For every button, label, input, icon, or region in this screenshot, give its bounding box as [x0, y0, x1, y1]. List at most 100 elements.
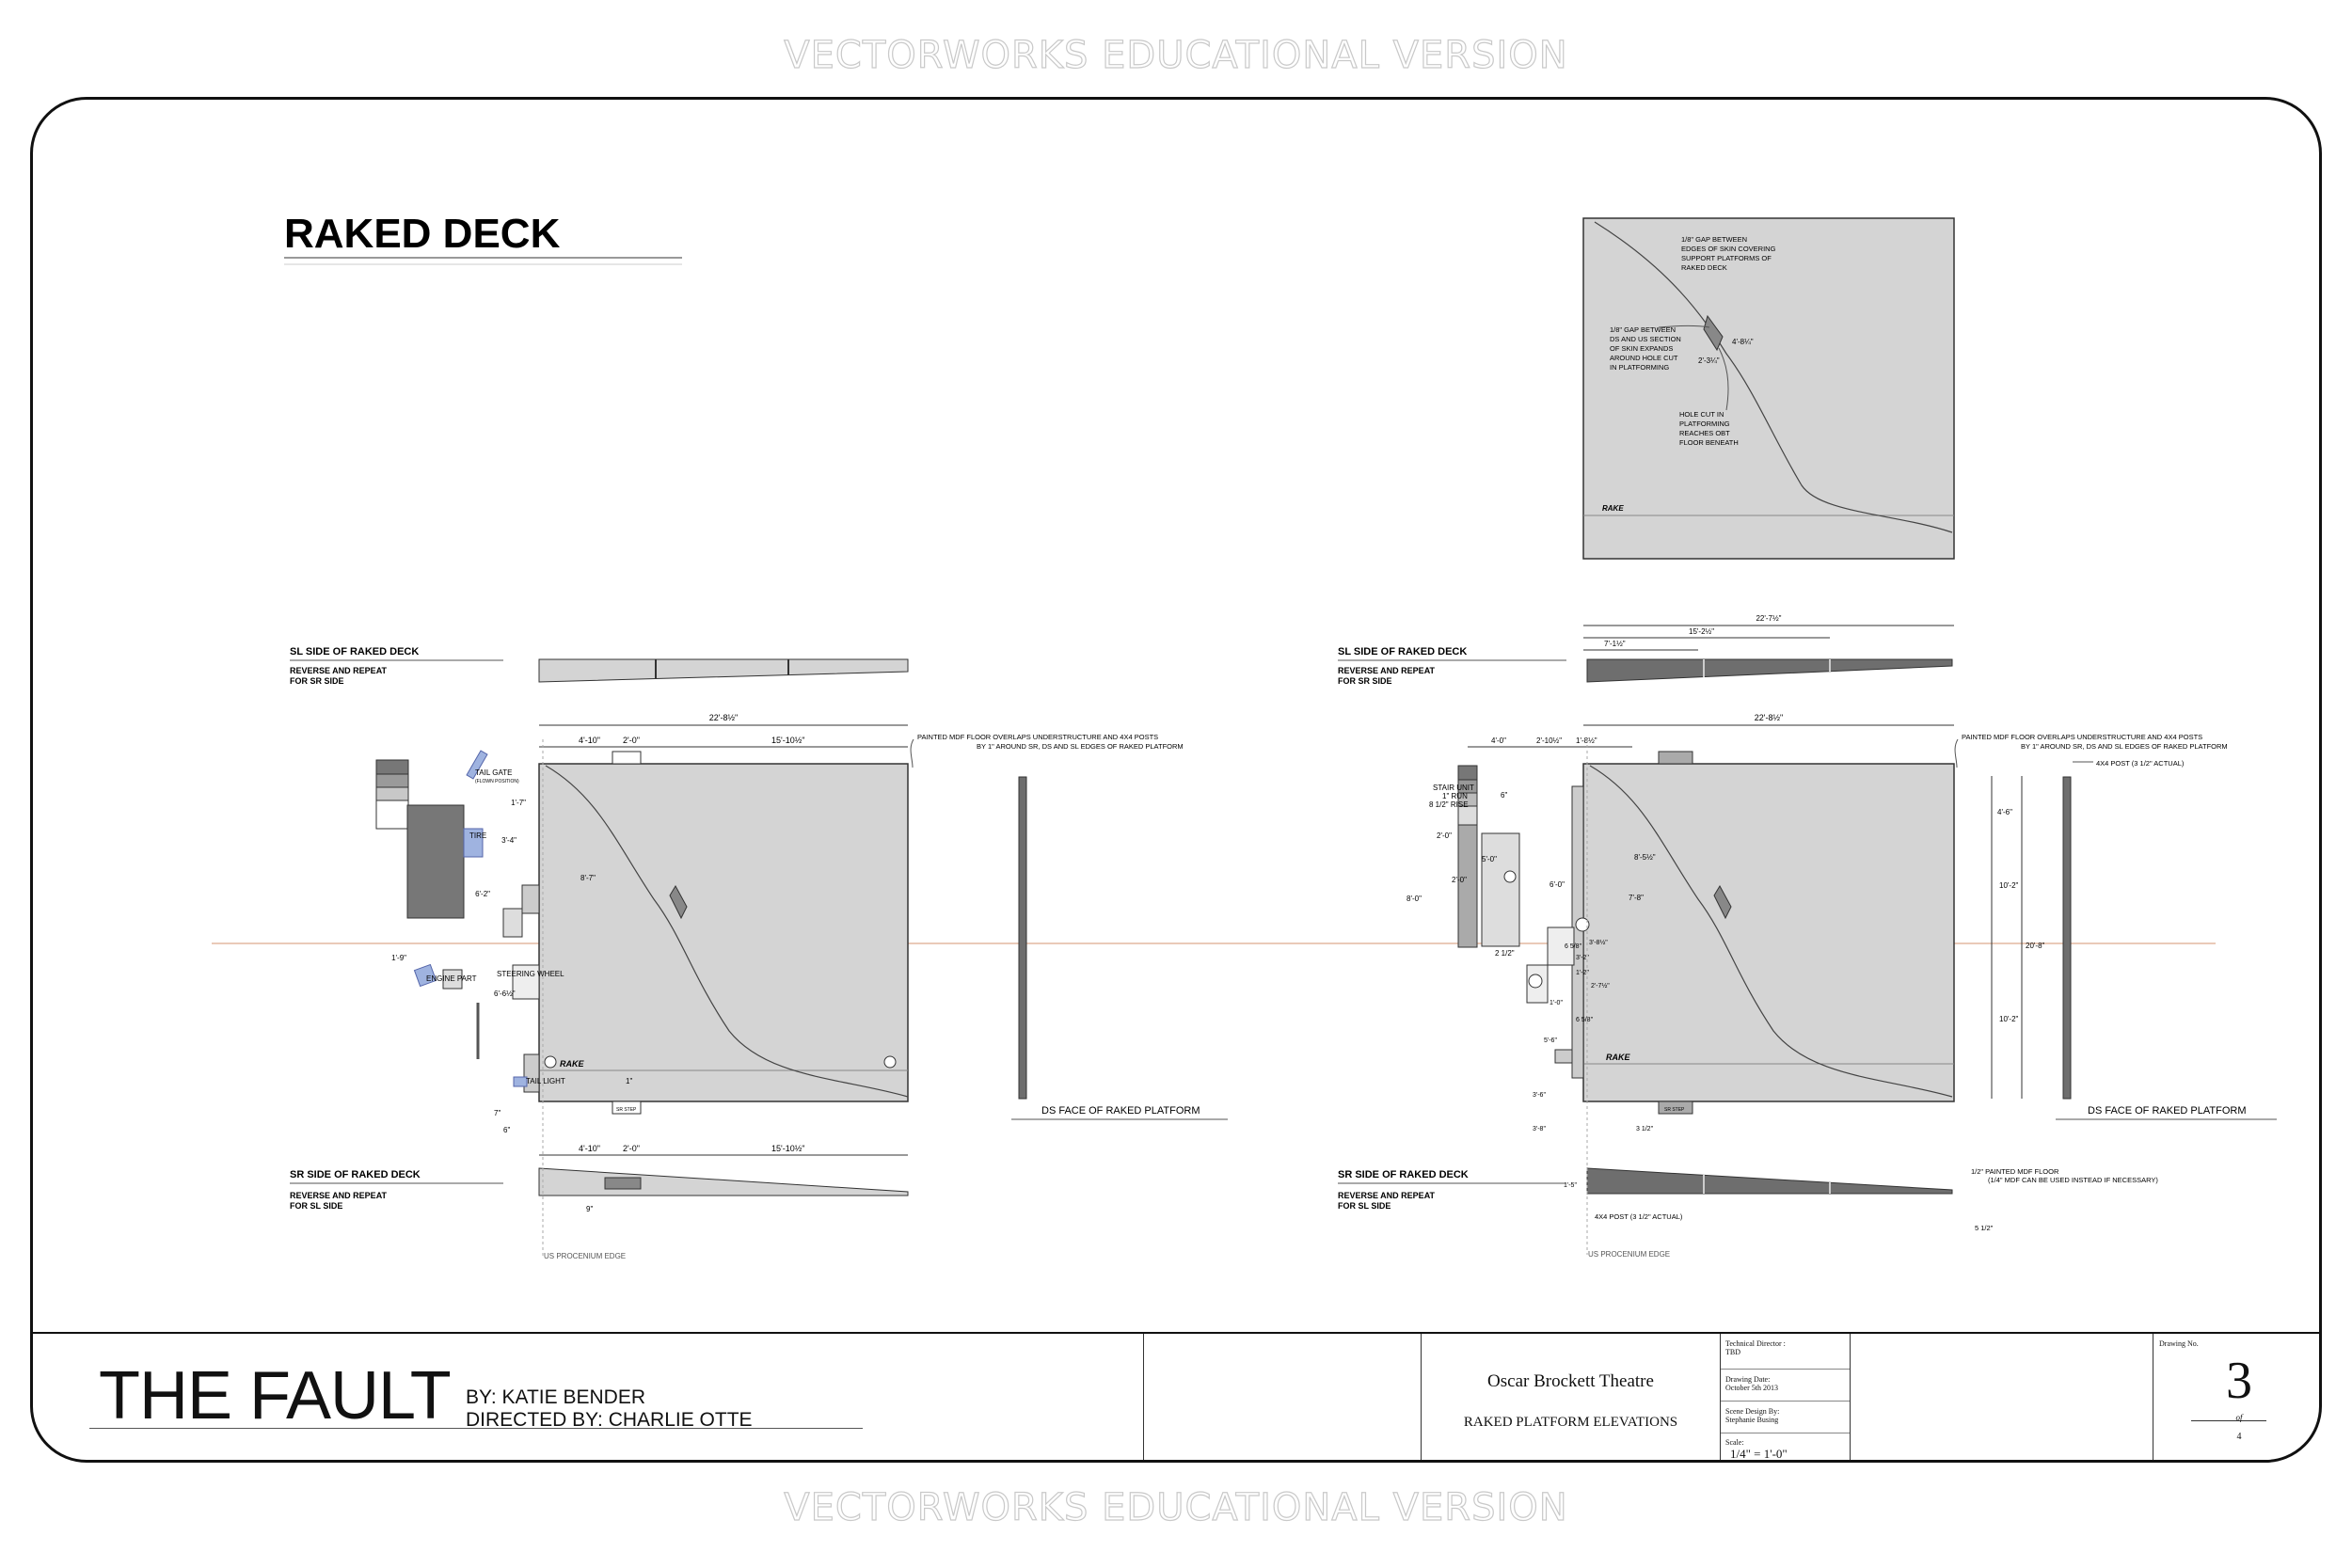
sl-sub-left-1: REVERSE AND REPEAT — [290, 666, 388, 675]
dim-c-left: 15'-10½" — [771, 736, 804, 745]
sr-title-right: SR SIDE OF RAKED DECK — [1338, 1169, 1469, 1180]
dim-n-right: 2'-0" — [1452, 876, 1467, 884]
total-drawings: 4 — [2236, 1432, 2242, 1442]
detail-fault-line — [1594, 221, 1953, 533]
detail-note3-1: HOLE CUT IN — [1679, 410, 1724, 419]
sl-side-elevation-left — [538, 658, 909, 683]
design-label: Scene Design By: — [1725, 1407, 1780, 1416]
show-title: THE FAULT — [99, 1358, 452, 1433]
sl-title-right: SL SIDE OF RAKED DECK — [1338, 646, 1467, 657]
dim-j-right: 10'-2" — [1999, 1015, 2019, 1023]
sheet-title: RAKED PLATFORM ELEVATIONS — [1463, 1415, 1678, 1430]
dim-j-left: 7" — [494, 1109, 501, 1117]
dim-top2-right: 15'-2½" — [1689, 627, 1714, 636]
tailgate-label: TAIL GATE — [475, 768, 512, 777]
director: DIRECTED BY: CHARLIE OTTE — [466, 1409, 753, 1431]
proscenium-label-left: US PROCENIUM EDGE — [544, 1252, 626, 1260]
playwright: BY: KATIE BENDER — [466, 1386, 645, 1408]
truck-body — [406, 804, 465, 919]
detail-note2-1: 1/8" GAP BETWEEN — [1610, 325, 1676, 334]
detail-rake-label: RAKE — [1602, 504, 1624, 513]
post-label-right-2: 4X4 POST (3 1/2" ACTUAL) — [1595, 1212, 1683, 1221]
detail-note3-2: PLATFORMING — [1679, 420, 1730, 428]
blank-cell — [1850, 1334, 2153, 1460]
sr-sub-right-2: FOR SL SIDE — [1338, 1201, 1391, 1211]
dim-a-left-bottom: 4'-10" — [579, 1144, 600, 1153]
ds-face-label-right: DS FACE OF RAKED PLATFORM — [2088, 1105, 2247, 1117]
sl-sub-right-1: REVERSE AND REPEAT — [1338, 666, 1436, 675]
dim-t-right: 1'-2" — [1576, 970, 1589, 976]
dim-overall-left: 22'-8½" — [709, 713, 738, 722]
deck-plan-left — [538, 763, 909, 1102]
note-right-1: PAINTED MDF FLOOR OVERLAPS UNDERSTRUCTUR… — [1962, 733, 2202, 741]
dim-k-left: 6" — [503, 1126, 510, 1134]
dim-s-right: 3'-2" — [1576, 955, 1589, 961]
sr-sub-left-2: FOR SL SIDE — [290, 1201, 342, 1211]
stair-unit-label-1: STAIR UNIT — [1433, 784, 1474, 792]
dim-b-left-bottom: 2'-0" — [623, 1144, 640, 1153]
dim-b-left: 2'-0" — [623, 736, 640, 745]
dim-top1-right: 22'-7½" — [1756, 614, 1781, 623]
taillight-label: TAIL LIGHT — [526, 1077, 565, 1085]
scale-value: 1/4" = 1'-0" — [1730, 1447, 1788, 1461]
dim-v-right: 1'-0" — [1549, 1000, 1563, 1006]
dim-i-left: 6'-6½" — [494, 990, 516, 998]
dim-m-left: 1" — [626, 1077, 632, 1085]
dim-ab-right: 1'-5" — [1564, 1182, 1577, 1189]
dim-ac-right: 5 1/2" — [1975, 1224, 1994, 1232]
td-label: Technical Director : — [1725, 1339, 1786, 1348]
drawing-no-label: Drawing No. — [2159, 1339, 2199, 1348]
detail-note2-4: AROUND HOLE CUT — [1610, 354, 1678, 362]
sl-sub-left-2: FOR SR SIDE — [290, 676, 344, 686]
detail-note1-2: EDGES OF SKIN COVERING — [1681, 245, 1776, 253]
stair-unit-label-3: 8 1/2" RISE — [1429, 800, 1469, 809]
detail-note1-4: RAKED DECK — [1681, 263, 1727, 272]
rake-label-left: RAKE — [560, 1059, 584, 1069]
dim-e-right: 8'-5½" — [1634, 853, 1656, 862]
title-block: THE FAULT BY: KATIE BENDER DIRECTED BY: … — [33, 1332, 2319, 1461]
detail-plan: RAKE 1/8" GAP BETWEEN EDGES OF SKIN COVE… — [1582, 217, 1955, 560]
dim-l-right: 2'-0" — [1437, 832, 1452, 840]
ds-face-right — [2062, 776, 2072, 1100]
date-value: October 5th 2013 — [1725, 1384, 1778, 1392]
info-cell: Technical Director : TBD Drawing Date: O… — [1720, 1334, 1850, 1461]
dim-w-right: 6 5/8" — [1576, 1017, 1594, 1023]
dim-c-right: 1'-8½" — [1576, 736, 1597, 745]
deck-plan-right — [1582, 763, 1955, 1102]
stair-unit — [1457, 824, 1478, 948]
design-value: Stephanie Busing — [1725, 1416, 1779, 1424]
ds-face-left — [1018, 776, 1027, 1100]
engine-part-prop — [413, 963, 437, 988]
sl-sub-right-2: FOR SR SIDE — [1338, 676, 1392, 686]
dim-y-right: 3'-6" — [1533, 1092, 1546, 1099]
engine-label: ENGINE PART — [426, 974, 477, 983]
post-label-right: 4X4 POST (3 1/2" ACTUAL) — [2096, 759, 2185, 768]
dim-top3-right: 7'-1½" — [1604, 640, 1626, 648]
td-value: TBD — [1725, 1348, 1740, 1356]
steering-wheel-prop — [512, 964, 540, 1000]
scale-label: Scale: — [1725, 1438, 1744, 1447]
dim-f-right: 7'-8" — [1629, 894, 1644, 902]
dim-k-right: 6" — [1501, 791, 1507, 800]
detail-note2-3: OF SKIN EXPANDS — [1610, 344, 1673, 353]
dim-d-right: 6'-0" — [1549, 880, 1565, 889]
watermark-bottom: VECTORWORKS EDUCATIONAL VERSION — [784, 1485, 1568, 1529]
note-left-1: PAINTED MDF FLOOR OVERLAPS UNDERSTRUCTUR… — [917, 733, 1158, 741]
dim-o-right: 8'-0" — [1406, 895, 1422, 903]
dim-l-left: 9" — [586, 1205, 593, 1213]
sl-title-left: SL SIDE OF RAKED DECK — [290, 646, 419, 657]
drawing-canvas: RAKED DECK SL SIDE OF RAKED DECK REVERSE… — [212, 211, 2277, 1260]
watermark-top: VECTORWORKS EDUCATIONAL VERSION — [784, 33, 1568, 77]
sr-sub-left-1: REVERSE AND REPEAT — [290, 1191, 388, 1200]
detail-note2-5: IN PLATFORMING — [1610, 363, 1669, 372]
mdf-label-2: (1/4" MDF CAN BE USED INSTEAD IF NECESSA… — [1988, 1176, 2158, 1184]
of-label: of — [2235, 1413, 2243, 1422]
empty-cell — [1143, 1334, 1421, 1460]
dim-g-right: 4'-6" — [1997, 808, 2012, 816]
tailgate-sub-label: (FLOWN POSITION) — [475, 779, 519, 784]
tail-light-prop — [513, 1076, 528, 1087]
sheet-heading: RAKED DECK — [284, 211, 561, 257]
dim-g-left: 6'-2" — [475, 890, 490, 898]
tailgate-prop — [466, 750, 488, 780]
detail-note1-1: 1/8" GAP BETWEEN — [1681, 235, 1747, 244]
